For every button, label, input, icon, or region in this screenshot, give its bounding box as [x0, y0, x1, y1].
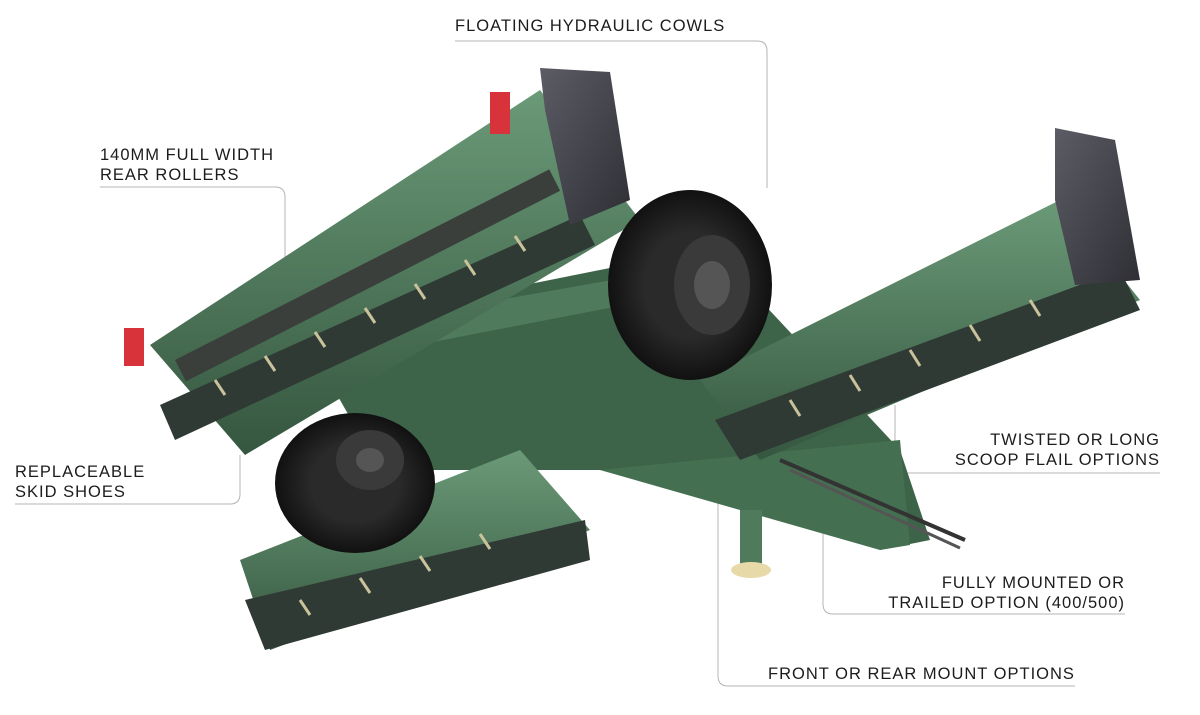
- callout-mounted-line2: TRAILED OPTION (400/500): [888, 594, 1125, 612]
- callout-mount-options: FRONT OR REAR MOUNT OPTIONS: [768, 664, 1075, 684]
- leader-skid-shoes: [15, 455, 241, 505]
- wheels: [275, 190, 772, 553]
- callout-flail-line2: SCOOP FLAIL OPTIONS: [954, 451, 1160, 469]
- callout-floating-cowls: FLOATING HYDRAULIC COWLS: [455, 16, 725, 36]
- left-deck: [124, 68, 640, 455]
- callout-flail: TWISTED OR LONG SCOOP FLAIL OPTIONS: [955, 430, 1160, 470]
- callout-mounted: FULLY MOUNTED OR TRAILED OPTION (400/500…: [888, 573, 1125, 613]
- callout-skid-shoes-line1: REPLACEABLE: [15, 463, 146, 481]
- callout-floating-cowls-text: FLOATING HYDRAULIC COWLS: [455, 17, 726, 35]
- callout-flail-line1: TWISTED OR LONG: [990, 431, 1160, 449]
- callout-skid-shoes: REPLACEABLE SKID SHOES: [15, 462, 145, 502]
- leader-mounted: [822, 520, 1125, 615]
- callout-rear-rollers-line2: REAR ROLLERS: [100, 166, 240, 184]
- callout-mount-options-text: FRONT OR REAR MOUNT OPTIONS: [768, 665, 1075, 683]
- callout-rear-rollers: 140MM FULL WIDTH REAR ROLLERS: [100, 145, 274, 185]
- leader-mount-options: [717, 500, 1075, 687]
- front-deck: [240, 450, 590, 650]
- callout-skid-shoes-line2: SKID SHOES: [15, 483, 126, 501]
- leader-floating-cowls: [455, 40, 768, 188]
- leader-rear-rollers: [100, 186, 286, 372]
- callout-mounted-line1: FULLY MOUNTED OR: [941, 574, 1125, 592]
- right-deck: [700, 128, 1140, 460]
- callout-rear-rollers-line1: 140MM FULL WIDTH: [100, 146, 274, 164]
